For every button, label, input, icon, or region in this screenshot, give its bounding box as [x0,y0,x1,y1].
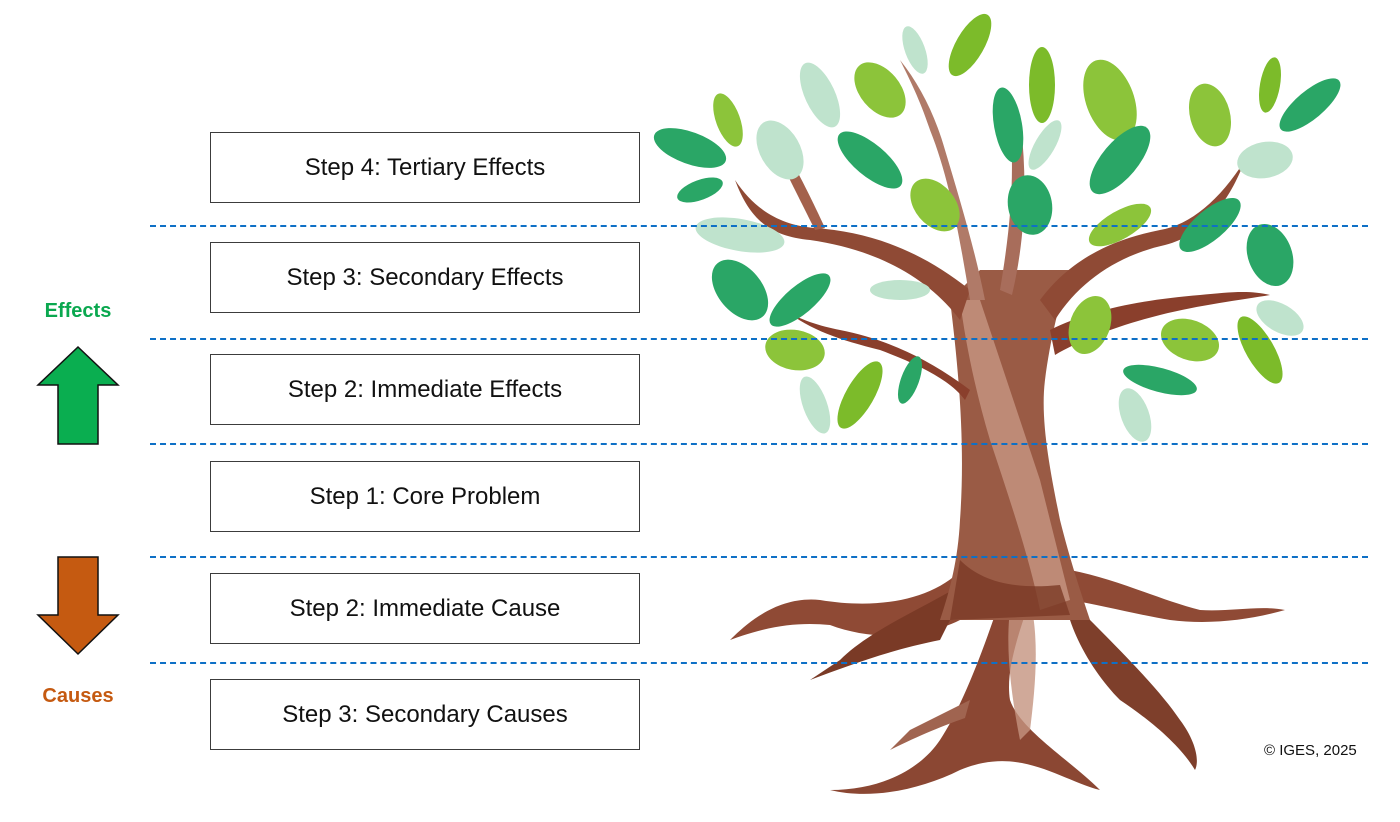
tree-trunk [940,270,1090,620]
step-box-secondary-causes: Step 3: Secondary Causes [210,679,640,750]
arrow-down-icon [36,556,120,656]
step-box-secondary-effects: Step 3: Secondary Effects [210,242,640,313]
step-box-immediate-effects: Step 2: Immediate Effects [210,354,640,425]
copyright-notice: © IGES, 2025 [1264,742,1357,759]
layer-divider [150,443,1368,445]
tree-leaves [653,13,1341,442]
step-box-immediate-cause: Step 2: Immediate Cause [210,573,640,644]
layer-divider [150,662,1368,664]
layer-divider [150,225,1368,227]
arrow-up-icon [36,345,120,445]
effects-label: Effects [44,300,112,322]
layer-divider [150,338,1368,340]
tree-illustration [653,13,1341,794]
step-box-core-problem: Step 1: Core Problem [210,461,640,532]
step-box-tertiary-effects: Step 4: Tertiary Effects [210,132,640,203]
tree-roots [730,560,1285,794]
causes-label: Causes [42,685,114,707]
layer-divider [150,556,1368,558]
